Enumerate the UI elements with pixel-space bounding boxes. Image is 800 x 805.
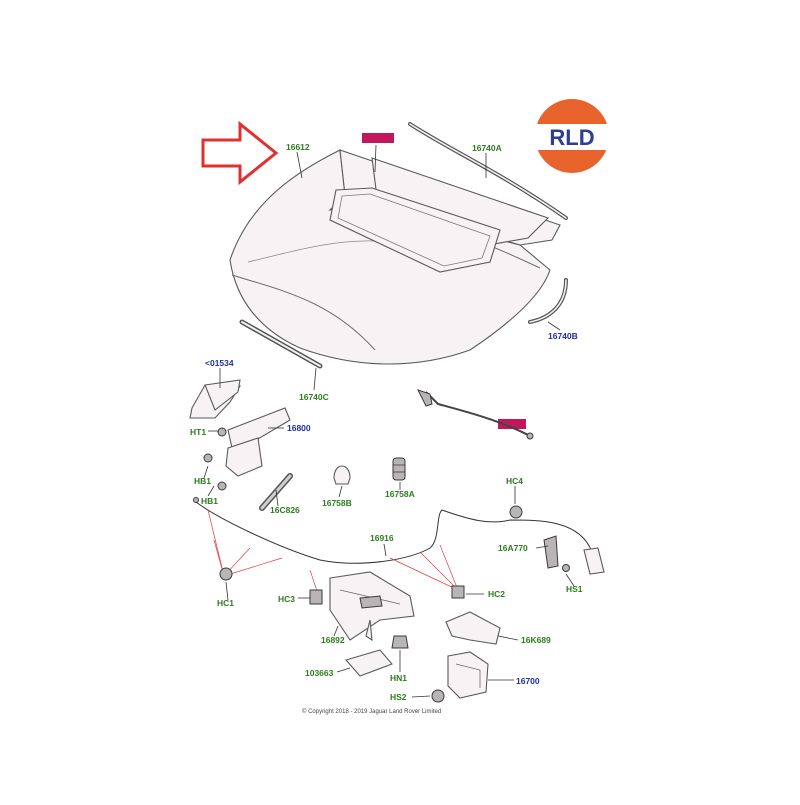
label-hs1: HS1 [566,584,583,594]
label-ht1: HT1 [190,427,206,437]
label-16612: 16612 [286,142,310,152]
label-hn1: HN1 [390,673,407,683]
label-hs2: HS2 [390,692,407,702]
label-16740c: 16740C [299,392,329,402]
seal-16740c-inner [241,321,321,367]
seal-16740a-inner [409,123,567,219]
label-hc1: HC1 [217,598,234,608]
release-cable [195,501,593,564]
label-16758b: 16758B [322,498,352,508]
heat-shield [329,571,415,642]
label-01534: <01534 [205,358,234,368]
highlight-code-right [498,419,526,429]
rld-logo: RLD [532,99,612,173]
label-16700: 16700 [516,676,540,686]
clip-hc4 [509,505,523,519]
bumper-16758b [333,465,351,485]
highlight-code-top [362,133,394,143]
leader-lines [203,144,575,698]
label-16892: 16892 [321,635,345,645]
label-103663: 103663 [305,668,334,678]
label-hc2: HC2 [488,589,505,599]
label-hb1-bottom: HB1 [201,496,218,506]
label-16a770: 16A770 [498,543,528,553]
hood-hinge [203,407,291,491]
label-16740b: 16740B [548,331,578,341]
hood-panel [229,149,561,365]
pointer-arrow [201,120,279,186]
hinge-bracket [189,379,241,419]
bumper-16758a [392,457,406,481]
release-rod [425,391,531,437]
screw-hs2 [431,689,445,703]
label-hc4: HC4 [506,476,523,486]
label-hc3: HC3 [278,594,295,604]
seal-16740b-inner [529,279,567,323]
release-handle [543,535,605,575]
logo-text: RLD [549,125,594,150]
nut-hn1 [391,635,409,649]
latch-bracket [445,611,501,645]
clip-hc3 [309,589,323,605]
copyright-notice: © Copyright 2018 - 2019 Jaguar Land Rove… [302,708,441,715]
label-16k689: 16K689 [521,635,551,645]
bracket-103663 [345,649,393,677]
label-16740a: 16740A [472,143,502,153]
label-16758a: 16758A [385,489,415,499]
clip-hc1 [219,567,233,581]
label-hb1-top: HB1 [194,476,211,486]
hood-latch [447,651,489,699]
label-16916: 16916 [370,533,394,543]
label-16800: 16800 [287,423,311,433]
clip-hc2 [451,585,465,599]
label-16c826: 16C826 [270,505,300,515]
